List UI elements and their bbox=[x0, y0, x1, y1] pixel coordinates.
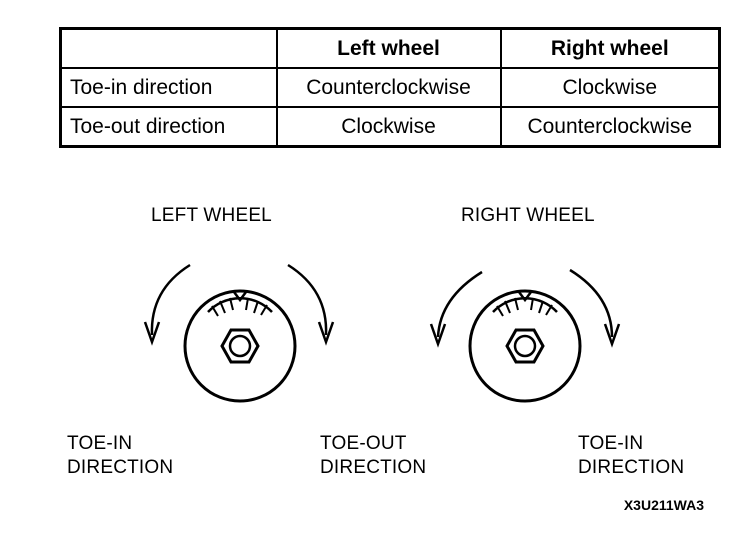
right-wheel-arrow-toe-in bbox=[569, 268, 614, 338]
toe-out-direction-label: TOE-OUT DIRECTION bbox=[320, 432, 480, 480]
cell-toe-out-left: Clockwise bbox=[275, 106, 502, 148]
toe-out-line2: DIRECTION bbox=[320, 457, 427, 478]
toe-in-right-line2: DIRECTION bbox=[578, 457, 685, 478]
cell-toe-in-left: Counterclockwise bbox=[275, 67, 502, 108]
table-header-left-wheel: Left wheel bbox=[275, 27, 502, 69]
table-header-right-wheel: Right wheel bbox=[499, 27, 721, 69]
table-header-row: Left wheel Right wheel bbox=[59, 27, 721, 69]
toe-in-left-line2: DIRECTION bbox=[67, 457, 174, 478]
toe-in-left-line1: TOE-IN bbox=[67, 433, 133, 454]
left-wheel-arrow-toe-in bbox=[150, 263, 191, 336]
row-label-toe-out: Toe-out direction bbox=[59, 106, 278, 148]
table-row: Toe-out direction Clockwise Counterclock… bbox=[59, 106, 721, 148]
row-label-toe-in: Toe-in direction bbox=[59, 67, 278, 108]
left-wheel-arrow-toe-out bbox=[287, 263, 328, 336]
toe-in-direction-right-label: TOE-IN DIRECTION bbox=[578, 432, 738, 480]
cell-toe-out-right: Counterclockwise bbox=[499, 106, 721, 148]
reference-code: X3U211WA3 bbox=[623, 497, 704, 513]
left-wheel-cam bbox=[183, 289, 297, 403]
toe-in-direction-left-label: TOE-IN DIRECTION bbox=[67, 432, 227, 480]
table-header-empty bbox=[59, 27, 278, 69]
cell-toe-in-right: Clockwise bbox=[499, 67, 721, 108]
right-wheel-cam bbox=[468, 289, 582, 403]
right-wheel-arrow-toe-out bbox=[436, 270, 483, 338]
toe-direction-table: Left wheel Right wheel Toe-in direction … bbox=[59, 27, 721, 148]
table-row: Toe-in direction Counterclockwise Clockw… bbox=[59, 67, 721, 108]
toe-in-right-line1: TOE-IN bbox=[578, 433, 644, 454]
right-wheel-label: RIGHT WHEEL bbox=[461, 205, 595, 226]
left-wheel-label: LEFT WHEEL bbox=[151, 205, 272, 226]
toe-out-line1: TOE-OUT bbox=[320, 433, 407, 454]
